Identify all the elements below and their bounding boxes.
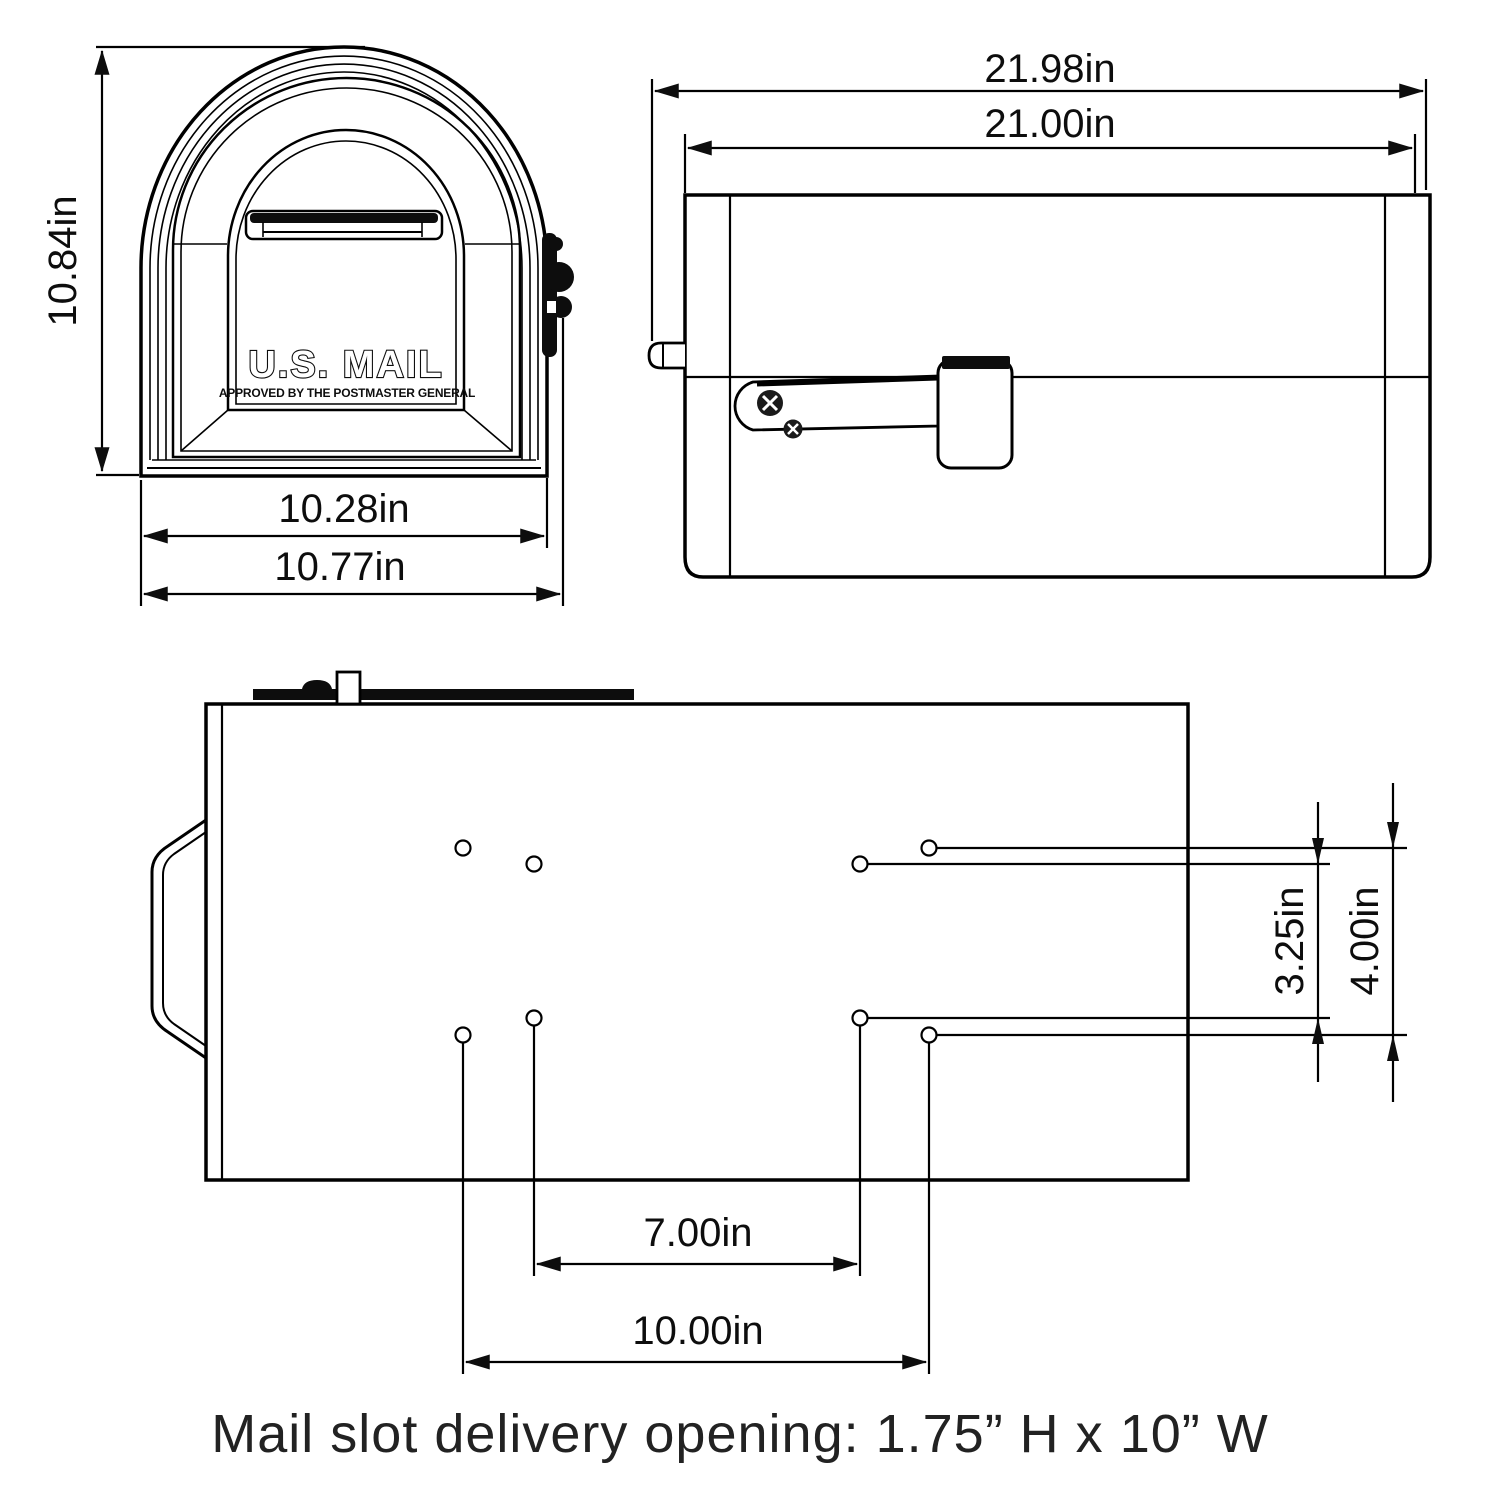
front-overall-width-dimension: 10.77in	[142, 318, 565, 606]
front-body-width-dimension: 10.28in	[139, 478, 549, 606]
front-height-label: 10.84in	[41, 195, 85, 326]
front-molding-arch-3	[165, 71, 523, 460]
arrowhead-down	[1312, 838, 1324, 864]
mounting-hole	[851, 1009, 869, 1027]
latch-nub-top	[549, 237, 563, 251]
mounting-hole	[851, 855, 869, 873]
handle-outline	[244, 209, 444, 241]
flag-arm-bottom-bar	[253, 689, 634, 700]
postmaster-embossed-text: APPROVED BY THE POSTMASTER GENERAL	[219, 386, 475, 400]
side-body-length-label: 21.00in	[984, 102, 1115, 146]
side-body-length-dimension: 21.00in	[683, 102, 1417, 193]
bottom-view: 3.25in 4.00in 7.00in 10.00in	[150, 670, 1407, 1374]
flag-pivot-post	[335, 670, 362, 706]
front-door-outline	[171, 76, 522, 459]
front-panel-outline	[226, 128, 466, 412]
flag-assembly	[647, 341, 1014, 470]
hole-offset-inner-label: 3.25in	[1268, 887, 1312, 996]
bottom-flag-arm	[253, 670, 634, 706]
handle-inner-contour	[162, 831, 207, 1047]
arrowhead-up	[1312, 1018, 1324, 1044]
front-panel-bevel-right	[463, 409, 513, 452]
hole-spacing-dimension-inner: 7.00in	[532, 1026, 862, 1276]
flag-screw-dome	[302, 680, 332, 689]
hole-offset-dimension-outer: 4.00in	[1343, 783, 1399, 1102]
mounting-hole	[525, 1009, 543, 1027]
arrowhead-down	[1387, 822, 1399, 848]
front-panel-bevel-left	[180, 409, 229, 452]
mounting-hole	[454, 839, 472, 857]
flag-head	[936, 358, 1014, 470]
latch-knob-upper	[544, 262, 574, 292]
front-door-inner-line	[180, 87, 513, 452]
hole-offset-outer-label: 4.00in	[1343, 887, 1387, 996]
flag-screw-lower-cross	[787, 423, 799, 435]
latch-keeper-slot	[547, 301, 556, 313]
front-handle	[244, 209, 444, 241]
mail-slot-caption: Mail slot delivery opening: 1.75” H x 10…	[211, 1404, 1268, 1464]
front-view: U.S. MAIL APPROVED BY THE POSTMASTER GEN…	[41, 45, 574, 606]
front-outer-outline	[139, 45, 549, 478]
mounting-hole	[920, 1026, 938, 1044]
flag-arm	[733, 374, 940, 432]
side-overall-length-label: 21.98in	[984, 47, 1115, 91]
front-molding-arch-1	[149, 55, 539, 460]
hole-offset-dimension-inner: 3.25in	[1268, 802, 1324, 1082]
front-body-width-label: 10.28in	[278, 487, 409, 531]
handle-outer-contour	[150, 818, 207, 1060]
front-overall-width-label: 10.77in	[274, 545, 405, 589]
mounting-holes	[454, 839, 938, 1044]
front-molding-arch-2	[157, 63, 531, 460]
mounting-hole	[920, 839, 938, 857]
side-view: 21.98in 21.00in	[647, 47, 1432, 579]
arrowhead-up	[1387, 1035, 1399, 1061]
flag-screw-upper-cross	[761, 394, 779, 412]
hole-spacing-dimension-outer: 10.00in	[461, 1043, 931, 1374]
handle-top-bar	[250, 213, 438, 223]
mounting-hole	[525, 855, 543, 873]
us-mail-embossed-text: U.S. MAIL	[248, 344, 443, 386]
flag-head-cap	[942, 356, 1010, 369]
front-panel-inner-line	[235, 140, 457, 405]
flag-pivot-knob	[647, 341, 685, 370]
latch-bar	[542, 233, 557, 357]
side-overall-length-dimension: 21.98in	[650, 47, 1428, 341]
front-height-dimension: 10.84in	[41, 45, 365, 477]
hole-spacing-inner-label: 7.00in	[644, 1211, 753, 1255]
bottom-door-handle	[150, 818, 207, 1060]
front-latch	[542, 233, 574, 357]
mounting-hole	[454, 1026, 472, 1044]
bottom-body-outline	[204, 702, 1190, 1182]
hole-spacing-outer-label: 10.00in	[632, 1309, 763, 1353]
flag-arm-top-edge	[756, 375, 939, 387]
side-body-outline	[683, 193, 1432, 579]
